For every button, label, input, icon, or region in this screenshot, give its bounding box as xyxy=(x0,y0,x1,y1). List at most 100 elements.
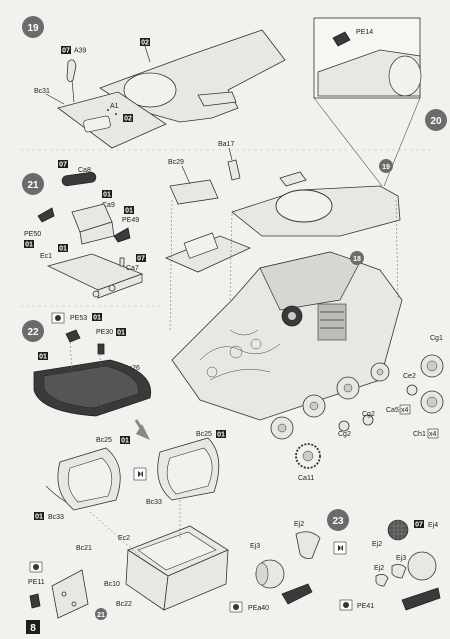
part-label: Ej2 xyxy=(374,565,384,572)
pe41-bracket xyxy=(401,587,441,611)
ref-badge xyxy=(350,251,364,265)
sprue-tag-text: 01 xyxy=(125,208,133,215)
part-label: Bc25 xyxy=(96,437,112,444)
step-number: 19 xyxy=(27,23,39,34)
sprue-tag-text: 01 xyxy=(25,242,33,249)
sprue-tag-text: 02 xyxy=(124,116,132,123)
plate-tab xyxy=(197,91,237,107)
part-ca7 xyxy=(119,257,125,267)
step-22: 22 PE53 01 PE30 01 01 Bc26 Bc25 01 xyxy=(22,312,229,620)
part-label: Ej4 xyxy=(428,522,438,529)
sprue-tag-text: 01 xyxy=(93,315,101,322)
sprue-tag xyxy=(61,46,71,54)
sprue-tag xyxy=(123,114,133,122)
option-symbol-icon xyxy=(333,541,347,555)
part-label: Ej2 xyxy=(294,521,304,528)
sprue-tag-text: 01 xyxy=(35,514,43,521)
part-label: Bc25 xyxy=(196,431,212,438)
sprue-tag xyxy=(140,38,150,46)
part-label: A39 xyxy=(74,48,87,55)
part-label: Ej3 xyxy=(250,543,260,550)
sprue-tag-text: 01 xyxy=(117,330,125,337)
part-label: Cg2 xyxy=(362,411,375,418)
quantity-label: x4 xyxy=(401,407,409,414)
part-label: A1 xyxy=(110,103,119,110)
part-label: Bc10 xyxy=(104,581,120,588)
ref-label: 21 xyxy=(97,612,105,619)
step-19: 19 02 07 A39 Bc31 A1 02 xyxy=(22,16,286,149)
turret-ring xyxy=(275,189,333,223)
part-label: Ca9 xyxy=(102,202,115,209)
step-number: 23 xyxy=(332,516,344,527)
part-label: PE49 xyxy=(122,217,139,224)
part-label: Ce2 xyxy=(403,373,416,380)
pe-bracket xyxy=(37,207,55,223)
part-label: Bc33 xyxy=(146,499,162,506)
part-label: PE30 xyxy=(96,329,113,336)
road-wheels xyxy=(270,354,444,440)
part-label: Bc33 xyxy=(48,514,64,521)
ref-badge xyxy=(95,608,107,620)
headlight-lens xyxy=(295,531,321,559)
headlight-dome xyxy=(407,551,437,581)
step-20: 20 PE14 Bc29 Ba17 19 xyxy=(164,17,447,482)
hatch-opening xyxy=(83,115,111,133)
step-badge-21 xyxy=(22,173,44,195)
part-label: PE11 xyxy=(28,579,45,586)
part-label: PE53 xyxy=(70,315,87,322)
option-symbol-icon xyxy=(133,467,147,481)
rear-plate xyxy=(51,569,89,619)
part-label: Ba17 xyxy=(218,141,234,148)
ref-label: 18 xyxy=(353,256,361,263)
sprue-tag-text: 01 xyxy=(121,438,129,445)
pe14-part xyxy=(332,31,351,47)
ref-label: 19 xyxy=(382,164,390,171)
sprue-tag-text: 07 xyxy=(415,522,423,529)
page-number: 8 xyxy=(30,623,36,634)
step-23: 23 Ej2 Ej3 PEa40 Ej2 07 Ej4 Ej3 Ej2 xyxy=(229,509,441,613)
photo-etch-icon xyxy=(229,601,243,613)
photo-etch-icon xyxy=(339,599,353,611)
sprue-tag-text: 02 xyxy=(141,40,149,47)
plate-bc29 xyxy=(169,179,219,205)
photo-etch-icon xyxy=(29,561,43,573)
part-label: Ej2 xyxy=(372,541,382,548)
page-number-box xyxy=(26,620,40,634)
sprue-tag-text: 01 xyxy=(59,246,67,253)
part-label: PE41 xyxy=(357,603,374,610)
photo-etch-icon xyxy=(51,312,65,324)
part-label: Ca11 xyxy=(298,475,314,482)
step-21: 21 07 Ca8 01 Ca9 01 PE49 PE50 01 01 Ec1 … xyxy=(22,160,146,299)
part-label: Ch1 xyxy=(413,431,426,438)
part-label: Ca7 xyxy=(126,265,139,272)
part-label: Ca5 xyxy=(386,407,399,414)
part-label: PE50 xyxy=(24,231,41,238)
part-label: Bc21 xyxy=(76,545,92,552)
step-badge-20 xyxy=(425,109,447,131)
part-label: Ca8 xyxy=(78,167,91,174)
step-badge-23 xyxy=(327,509,349,531)
part-ba17 xyxy=(227,159,241,181)
quantity-label: x4 xyxy=(429,431,437,438)
part-label: Bc22 xyxy=(116,601,132,608)
sprue-tag-text: 07 xyxy=(62,48,70,55)
sprue-tag-text: 07 xyxy=(137,256,145,263)
sprue-tag-text: 01 xyxy=(39,354,47,361)
part-label: Ej3 xyxy=(396,555,406,562)
step-number: 21 xyxy=(27,180,39,191)
step-badge-22 xyxy=(22,320,44,342)
part-ca8 xyxy=(61,171,97,187)
pe49-bracket xyxy=(113,227,131,243)
small-plate xyxy=(279,171,307,187)
part-label: Bc31 xyxy=(34,88,50,95)
part-label: Bc29 xyxy=(168,159,184,166)
part-label: PE14 xyxy=(356,29,373,36)
sprue-tag-text: 01 xyxy=(217,432,225,439)
sprue-tag-text: 07 xyxy=(59,162,67,169)
pe11-part xyxy=(29,593,41,609)
ref-badge xyxy=(379,159,393,173)
sprue-tag-text: 01 xyxy=(103,192,111,199)
pe53-part xyxy=(65,329,81,343)
